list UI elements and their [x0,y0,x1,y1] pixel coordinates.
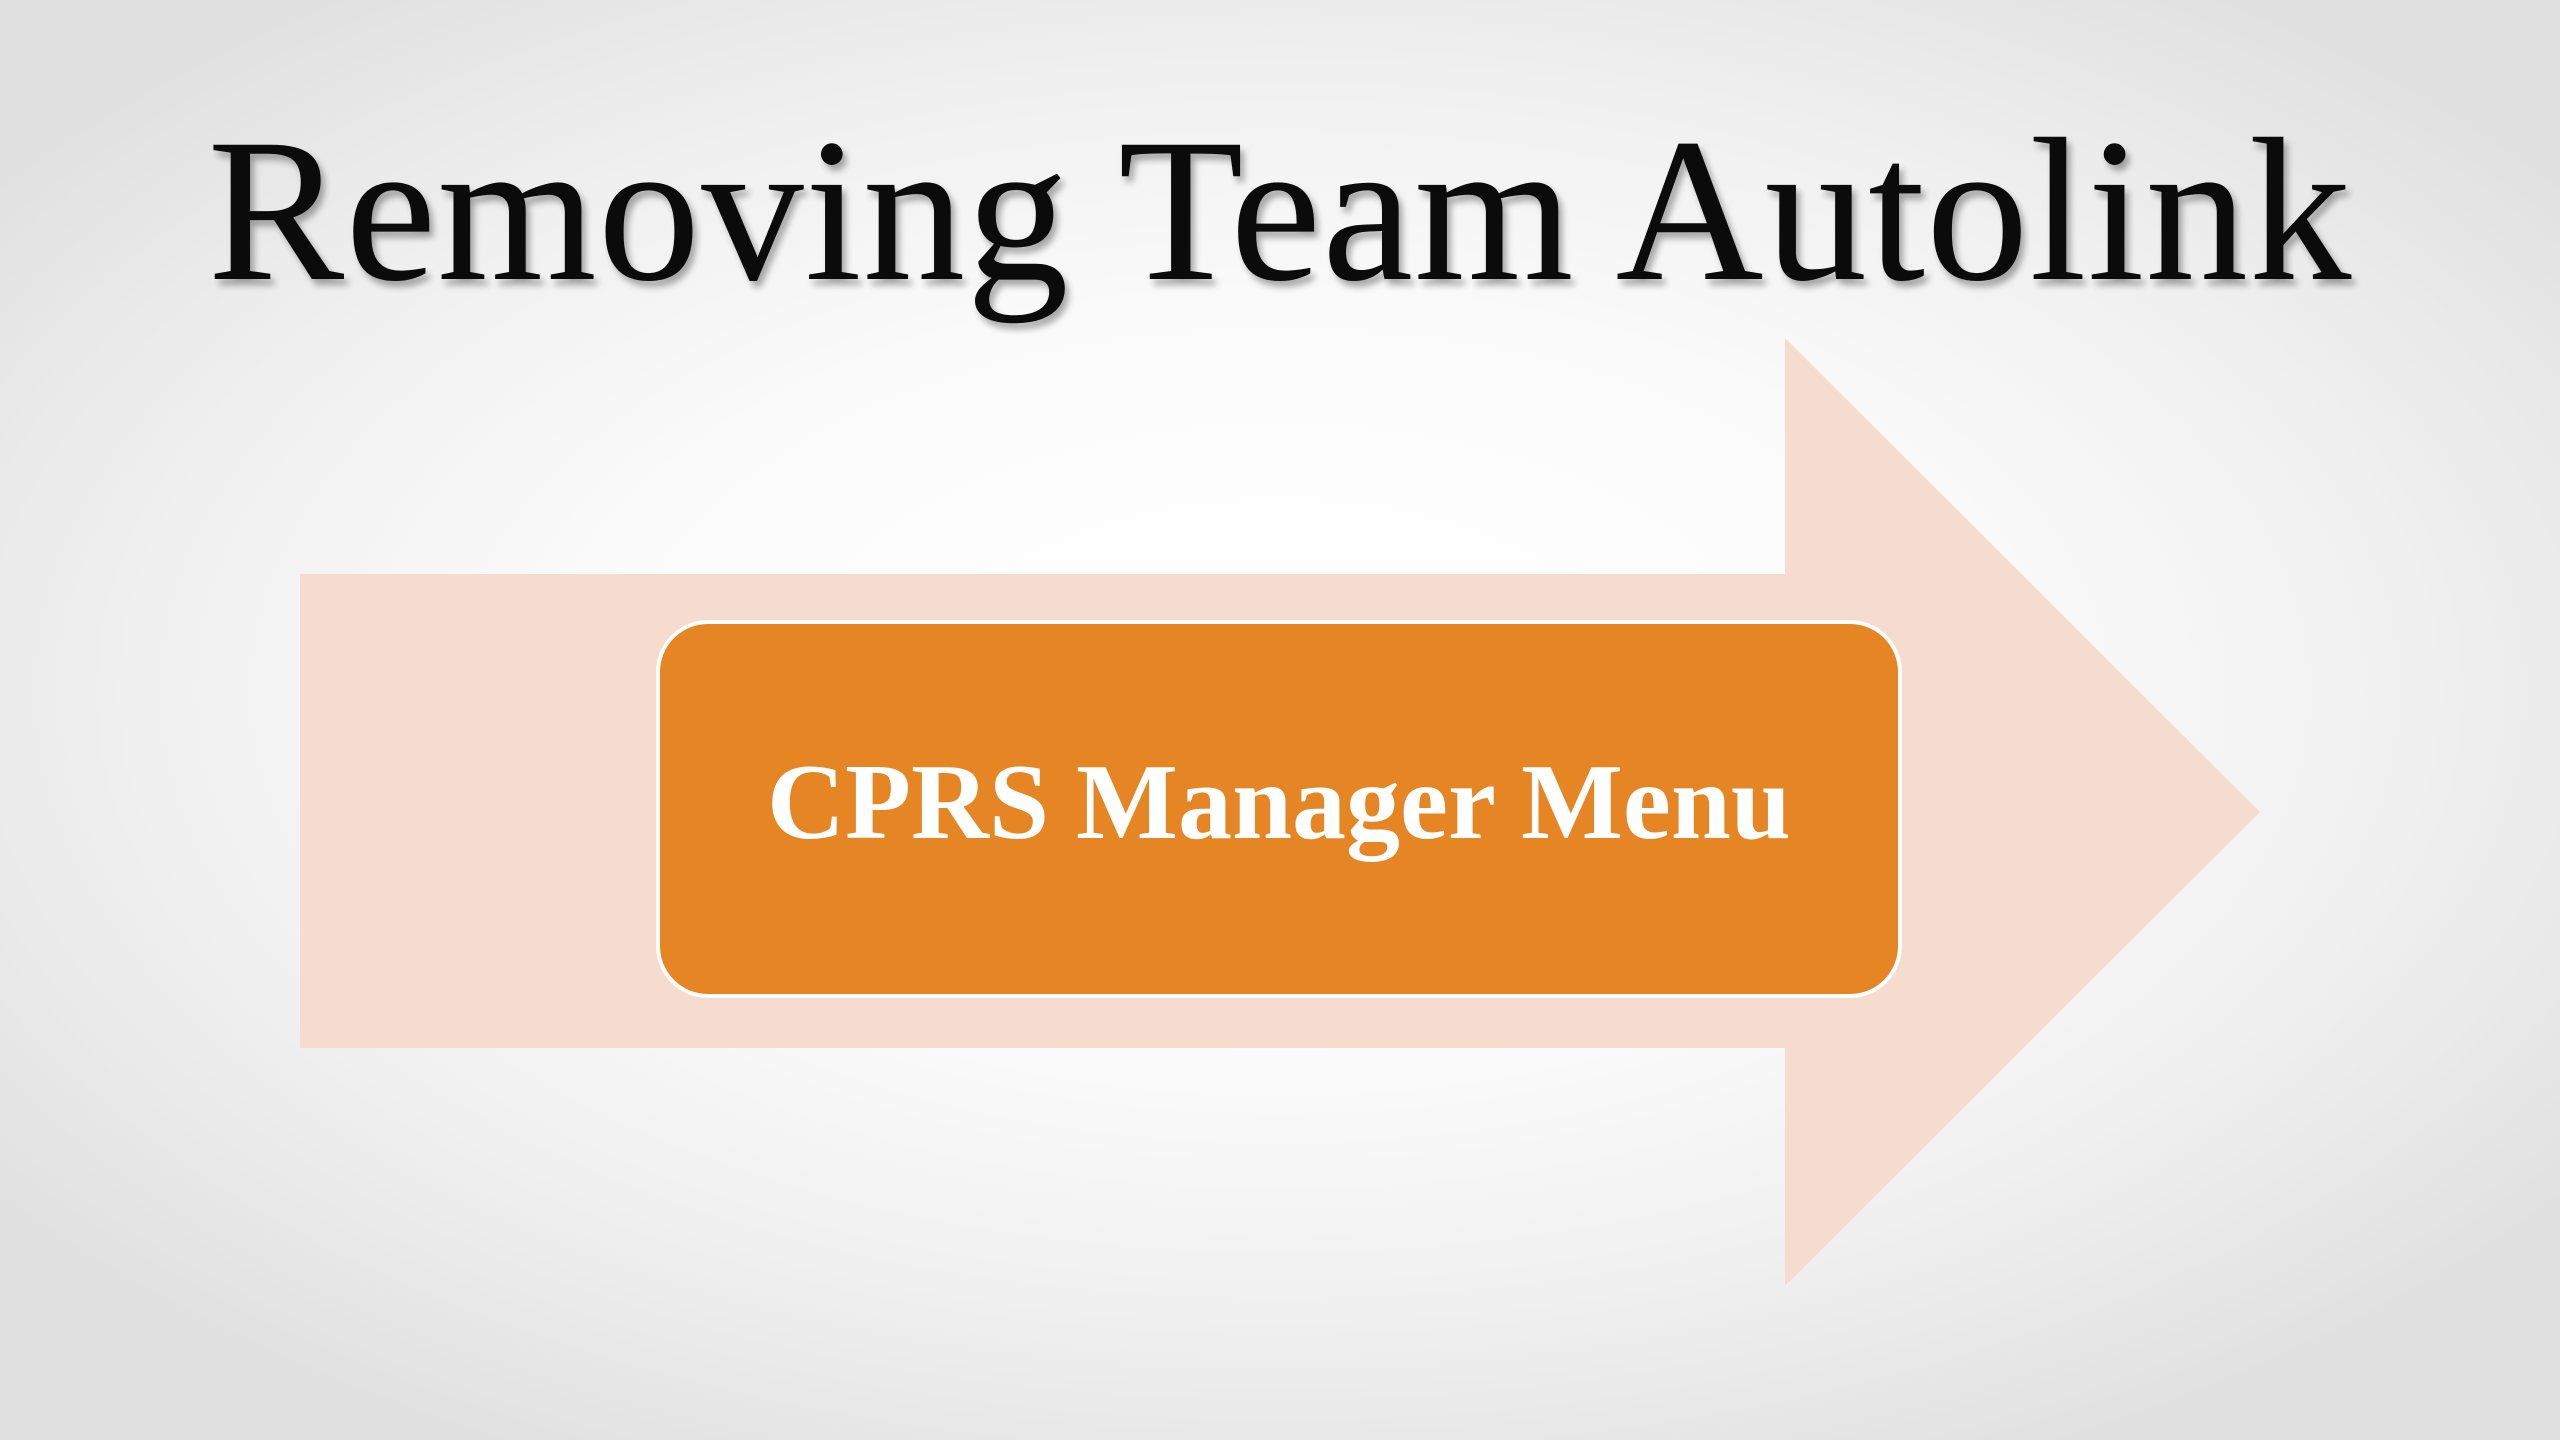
menu-box-label: CPRS Manager Menu [767,743,1791,862]
cprs-manager-menu-box: CPRS Manager Menu [656,620,1902,998]
slide-title: Removing Team Autolink [207,97,2353,324]
